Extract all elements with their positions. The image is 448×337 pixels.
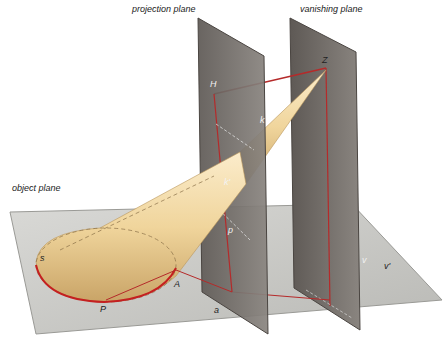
figure-label: v'	[384, 262, 390, 271]
cone	[36, 152, 246, 302]
dashed-line	[306, 290, 352, 318]
dashed-line	[60, 176, 214, 250]
figure-label: s	[40, 254, 45, 263]
red-line	[326, 68, 330, 306]
cone-base	[36, 265, 176, 302]
figure-label: p	[228, 226, 233, 235]
red-line	[176, 270, 232, 292]
figure-label: v	[362, 256, 367, 265]
figure-label: a	[214, 306, 219, 315]
red-line	[106, 270, 176, 300]
figure-label: object plane	[12, 184, 61, 193]
dashed-line	[216, 124, 254, 150]
figure-label: P	[100, 305, 106, 314]
cone-base-hidden	[36, 228, 176, 302]
vanishing-plane	[290, 18, 360, 330]
figure-label: vanishing plane	[300, 5, 363, 14]
figure-label: k	[260, 116, 265, 125]
figure-label: A	[174, 280, 180, 289]
figure-label: k'	[224, 178, 230, 187]
figure-label: projection plane	[132, 5, 196, 14]
figure-label: H	[210, 80, 217, 89]
figure-label: Z	[322, 56, 328, 65]
